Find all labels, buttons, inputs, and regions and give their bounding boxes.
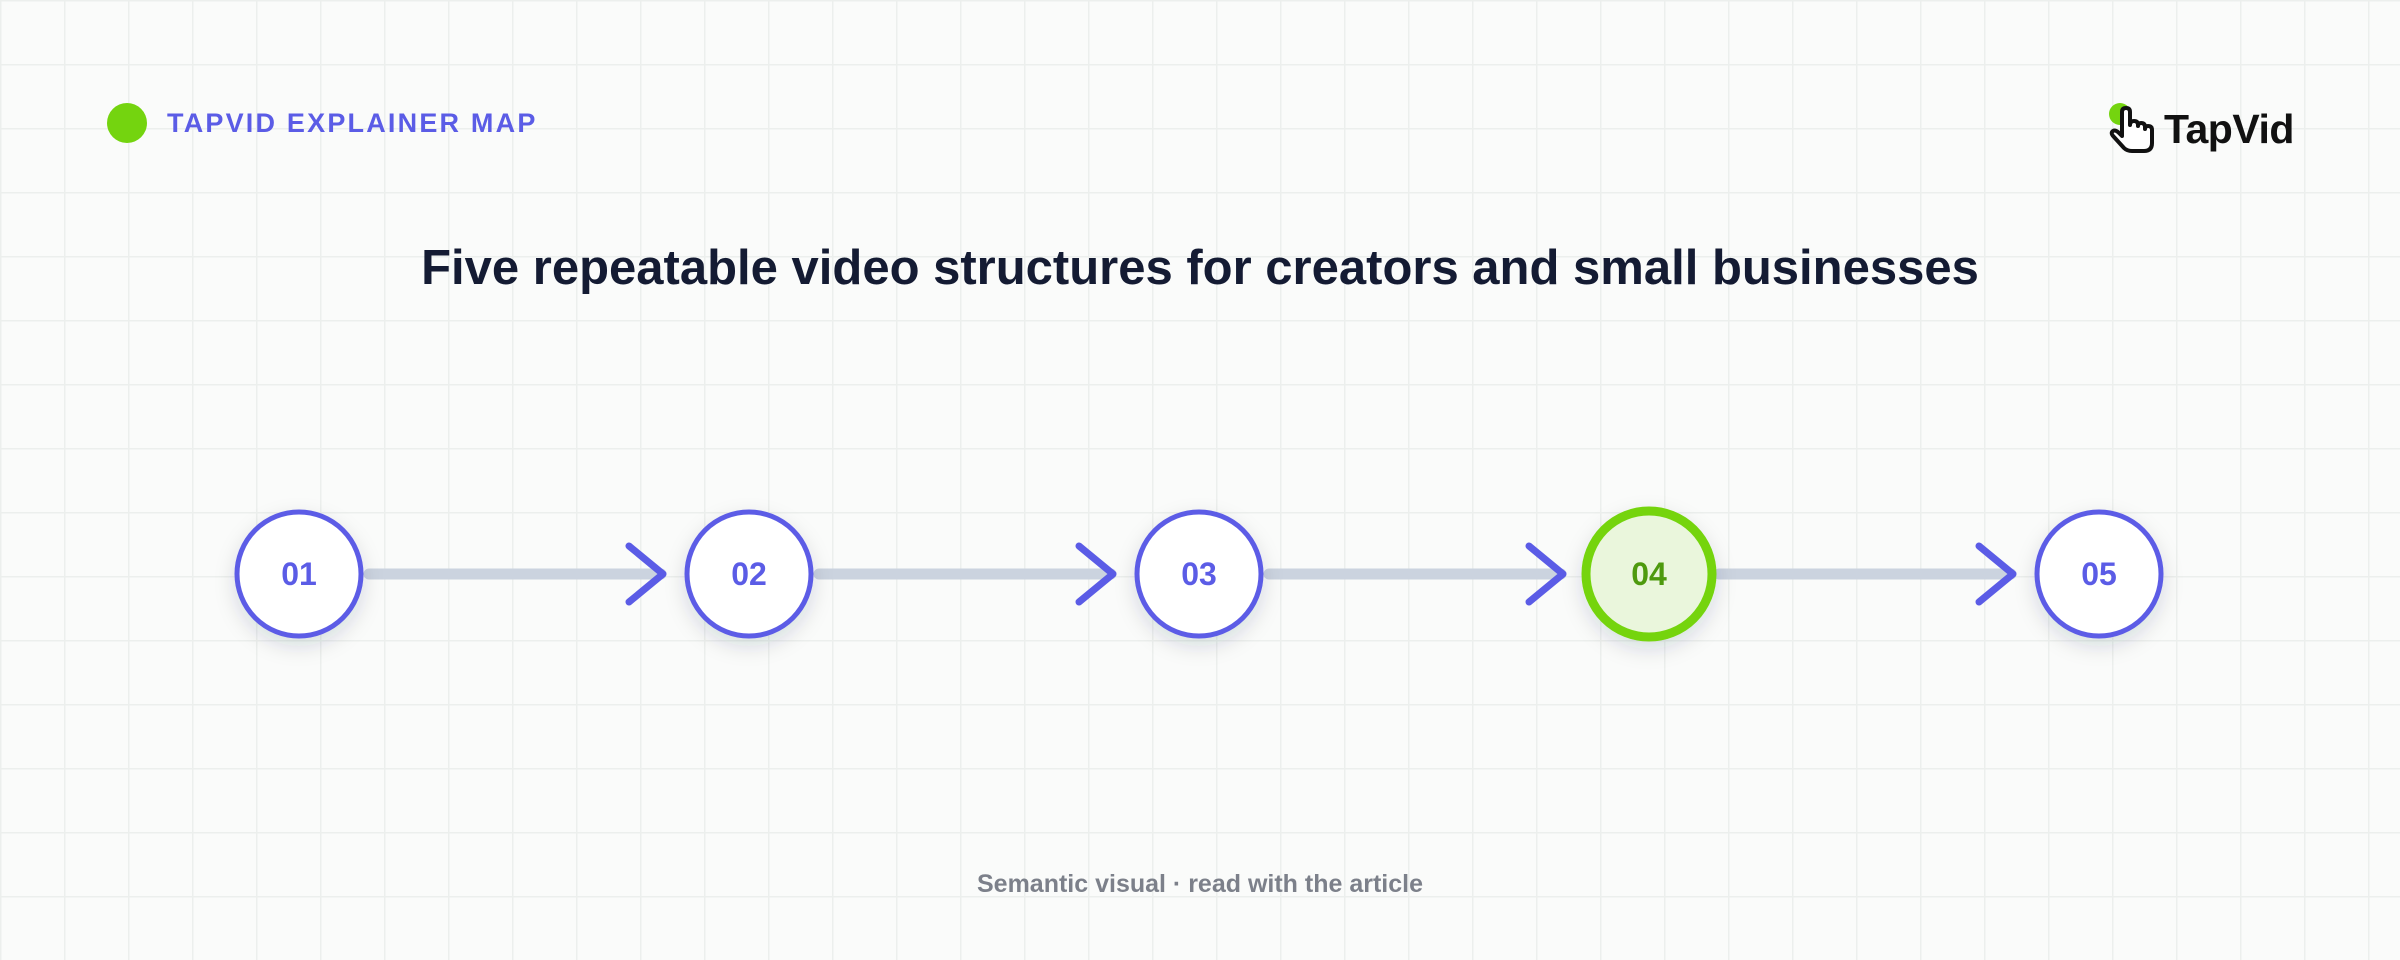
logo-wordmark: TapVid [2164,105,2294,152]
arrowhead-icon [1975,542,2017,606]
connector-arrow [813,542,1117,606]
footer-note: Semantic visual · read with the article [977,870,1423,898]
explainer-tag: TAPVID EXPLAINER MAP [107,103,538,143]
arrowhead-icon [1075,542,1117,606]
pointer-hand-icon [2106,100,2164,158]
step-number: 03 [1181,556,1217,592]
step-number: 01 [281,556,317,592]
arrowhead-icon [1525,542,1567,606]
step-node: 02 [684,509,814,639]
brand-logo: TapVid [2106,100,2294,158]
connector-arrow [1263,542,1567,606]
steps: 01 02 03 04 05 [234,506,2164,642]
step-circle [684,509,814,639]
step-circle-highlighted [1581,506,1717,642]
step-number: 02 [731,556,767,592]
step-node: 04 [1581,506,1717,642]
step-node: 05 [2034,509,2164,639]
step-number: 05 [2081,556,2117,592]
explainer-tag-label: TAPVID EXPLAINER MAP [167,107,538,138]
step-node: 01 [234,509,364,639]
arrowhead-icon [625,542,667,606]
step-node: 03 [1134,509,1264,639]
step-circle [234,509,364,639]
connector-arrow [363,542,667,606]
connector-arrow [1713,542,2017,606]
green-dot-icon [107,103,147,143]
page-title: Five repeatable video structures for cre… [421,241,1979,295]
connectors [363,542,2017,606]
step-circle [2034,509,2164,639]
step-circle [1134,509,1264,639]
step-number: 04 [1631,556,1667,592]
